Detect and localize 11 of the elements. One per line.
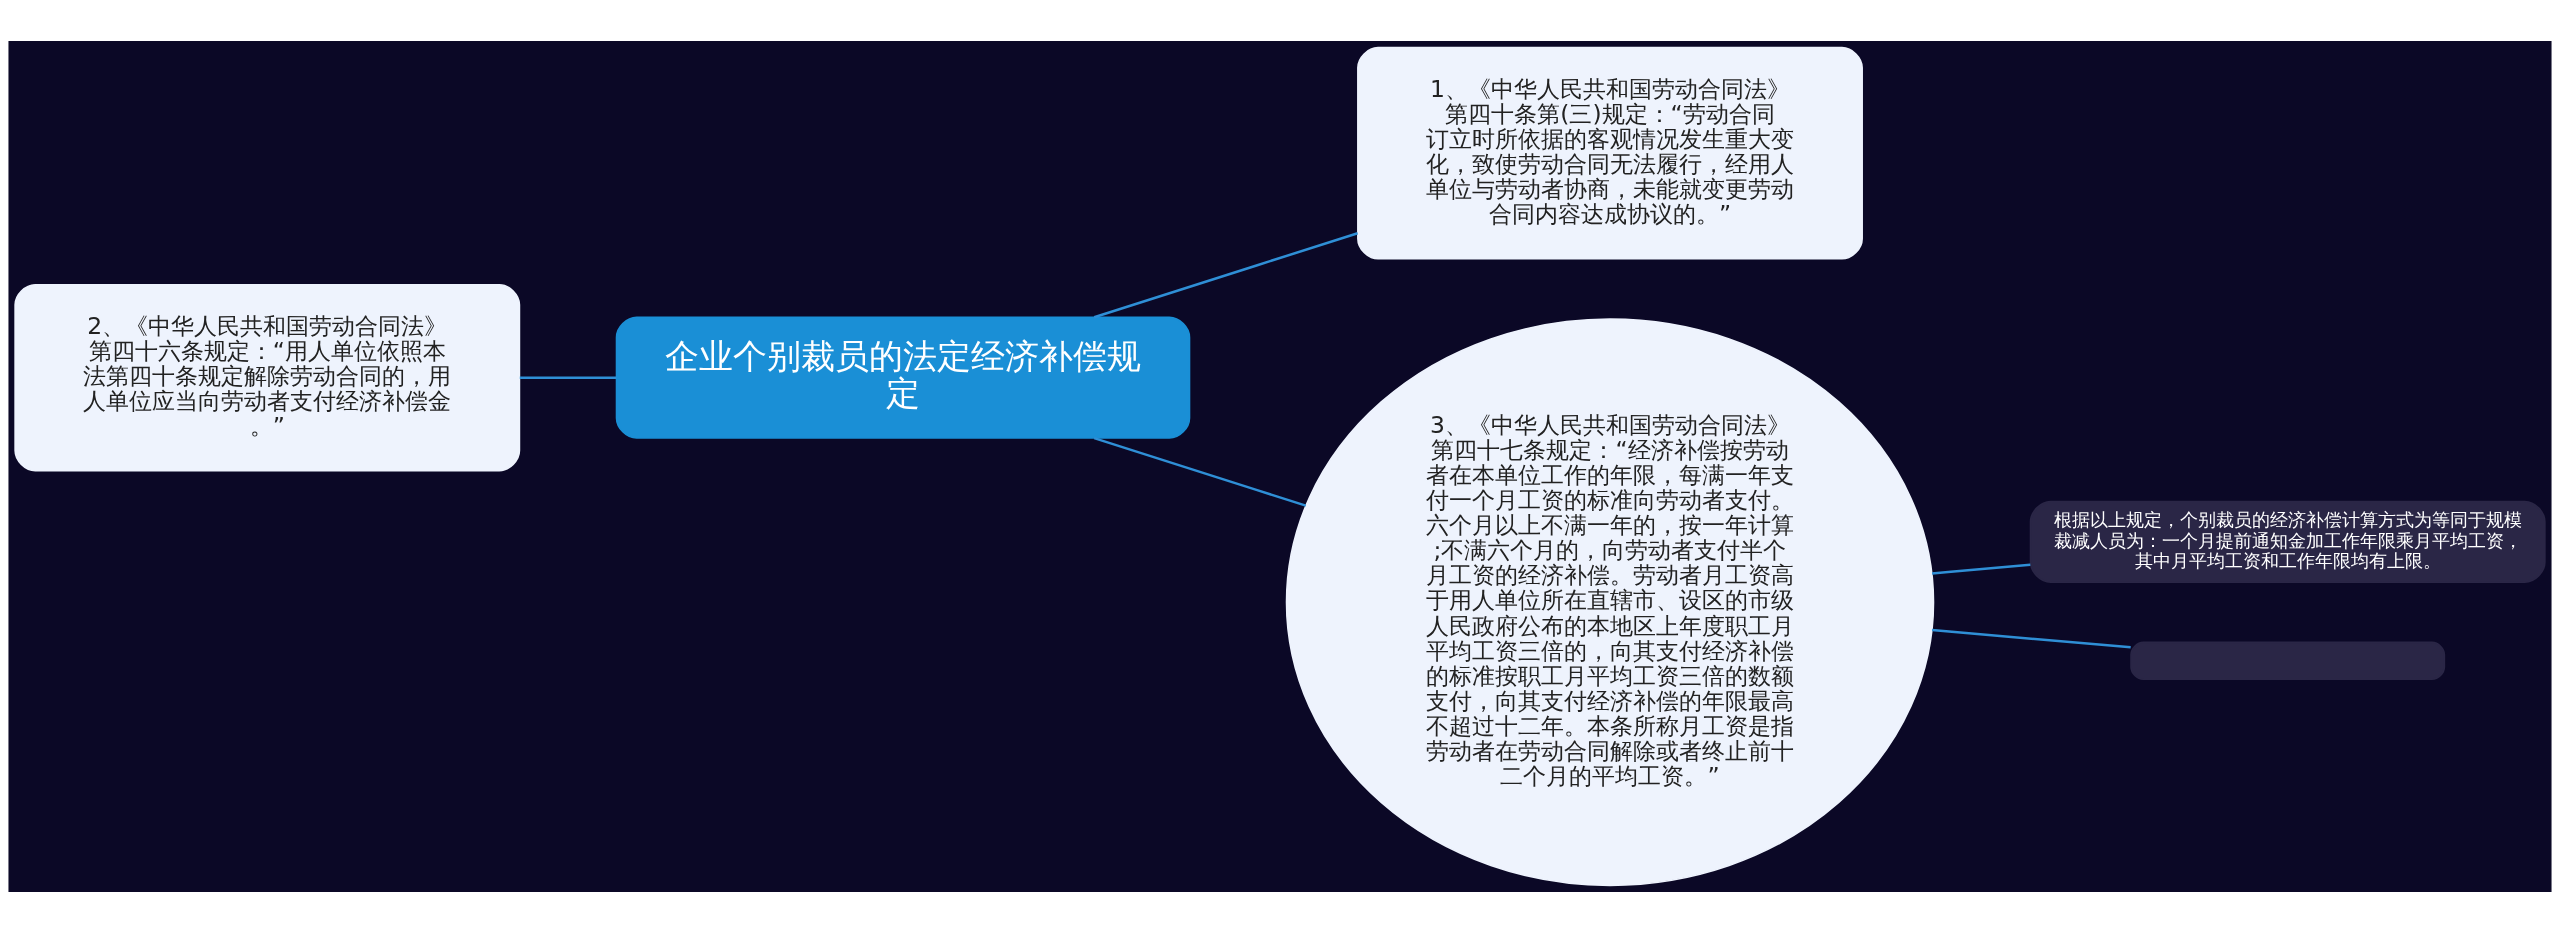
node-box: 2、《中华人民共和国劳动合同法》第四十六条规定：“用人单位依照本法第四十条规定解除劳动合同的，用人单位应当向劳动者支付经济补偿金。” [14,283,521,472]
connector [1931,628,2131,649]
connector [519,376,617,379]
connector [1931,563,2031,575]
node-box: 1、《中华人民共和国劳动合同法》第四十条第(三)规定：“劳动合同订立时所依据的客观情况发生重大变化，致使劳动合同无法履行，经用人单位与劳动者协商，未能就变更劳动合同内容达成协议的。” [1357,46,1863,260]
node-box [2130,641,2446,681]
connector [1093,232,1358,319]
connector [1093,436,1307,507]
node-ellipse: 3、《中华人民共和国劳动合同法》第四十七条规定：“经济补偿按劳动者在本单位工作的年限，每满一年支付一个月工资的标准向劳动者支付。六个月以上不满一年的，按一年计算;不满六个月的，向劳动者支付半个月工资的经济补偿。劳动者月工资高于用人单位所在直辖市、设区的市级人民政府公布的本地区上年度职工月平均工资三倍的，向其支付经济补偿的标准按职工月平均工资三倍的数额支付，向其支付经济补偿的年限最高不超过十二年。本条所称月工资是指劳动者在劳动合同解除或者终止前十二个月的平均工资。” [1285,318,1935,887]
node-box: 根据以上规定，个别裁员的经济补偿计算方式为等同于规模裁减人员为：一个月提前通知金加工作年限乘月平均工资，其中月平均工资和工作年限均有上限。 [2029,500,2546,583]
node-box: 企业个别裁员的法定经济补偿规定 [615,316,1191,439]
